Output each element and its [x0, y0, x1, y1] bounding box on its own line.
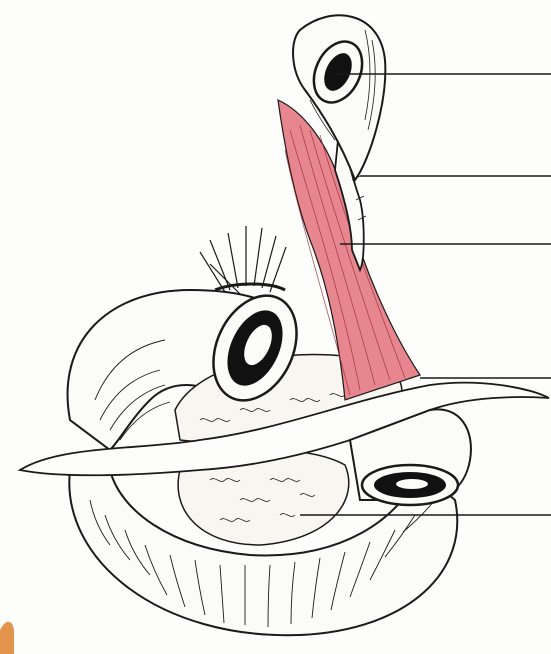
corner-stain: [0, 622, 14, 654]
